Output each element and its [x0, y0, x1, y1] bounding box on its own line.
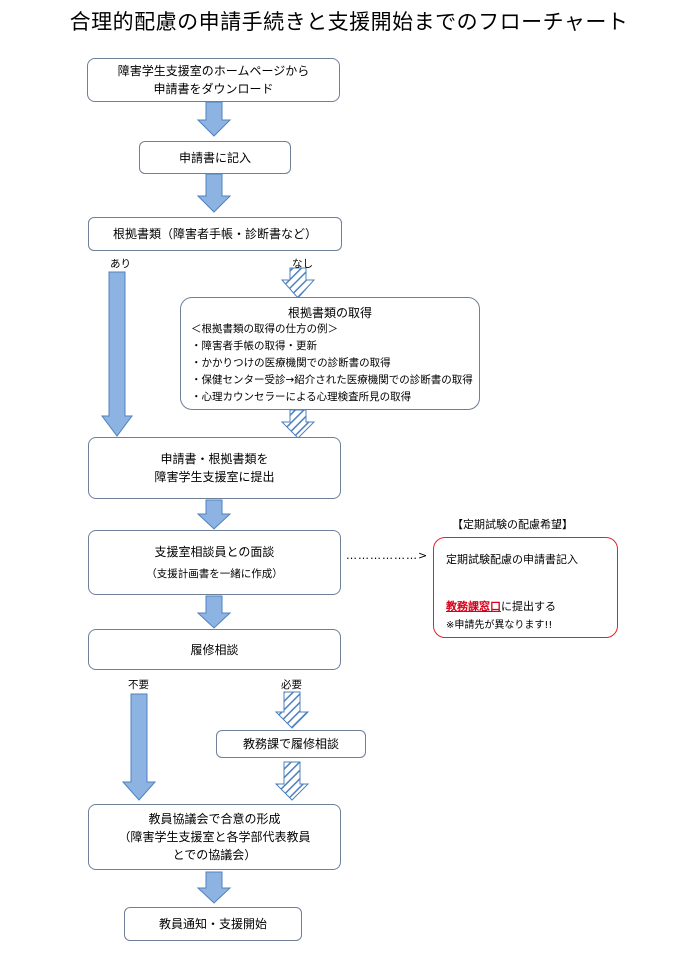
arrow-no-bottom [280, 409, 316, 439]
step-download-line2: 申請書をダウンロード [153, 82, 274, 96]
step-submit-line1: 申請書・根拠書類を [160, 452, 269, 466]
step-interview-label: 支援室相談員との面談 [154, 544, 275, 559]
acquire-item: ・かかりつけの医療機関での診断書の取得 [191, 357, 391, 369]
step-docs-box: 根拠書類（障害者手帳・診断書など） [88, 217, 342, 251]
exam-note: ※申請先が異なります!! [446, 620, 553, 631]
step-start-box: 教員通知・支援開始 [124, 907, 302, 941]
step-submit-box: 申請書・根拠書類を 障害学生支援室に提出 [88, 437, 341, 499]
acquire-heading: 根拠書類の取得 [287, 306, 372, 320]
step-fill-box: 申請書に記入 [139, 141, 291, 174]
step-interview-note: （支援計画書を一緒に作成） [146, 567, 283, 580]
arrow-no-top [280, 267, 316, 299]
exam-connector: ………………> [346, 549, 429, 562]
branch-no-label: なし [292, 258, 313, 270]
step-start-label: 教員通知・支援開始 [158, 917, 267, 931]
exam-box: 定期試験配慮の申請書記入 教務課窓口に提出する ※申請先が異なります!! [433, 537, 618, 638]
step-download-line1: 障害学生支援室のホームページから [117, 64, 310, 78]
arrow-interview-to-course [196, 595, 232, 629]
branch-not-needed-label: 不要 [128, 679, 149, 691]
step-interview-box: 支援室相談員との面談 （支援計画書を一緒に作成） [88, 530, 341, 595]
page-title: 合理的配慮の申請手続きと支援開始までのフローチャート [69, 10, 629, 34]
acquire-examples-title: ＜根拠書類の取得の仕方の例＞ [191, 323, 338, 335]
exam-submit-suffix: に提出する [501, 600, 556, 613]
arrow-yes [101, 271, 133, 437]
arrow-agreement-to-start [196, 871, 232, 904]
exam-office-emphasis: 教務課窓口 [446, 600, 501, 613]
step-submit-line2: 障害学生支援室に提出 [154, 470, 275, 484]
step-docs-label: 根拠書類（障害者手帳・診断書など） [112, 227, 317, 241]
arrow-submit-to-interview [196, 499, 232, 530]
step-agreement-box: 教員協議会で合意の形成 （障害学生支援室と各学部代表教員 とでの協議会） [88, 804, 341, 870]
step-agreement-line1: 教員協議会で合意の形成 [148, 812, 281, 826]
branch-yes-label: あり [110, 258, 131, 270]
step-course-consult-box: 履修相談 [88, 629, 341, 670]
arrow-needed-top [274, 691, 310, 729]
arrow-not-needed [121, 693, 157, 801]
acquire-docs-box: 根拠書類の取得 ＜根拠書類の取得の仕方の例＞ ・障害者手帳の取得・更新 ・かかり… [180, 297, 480, 410]
exam-submit-line: 教務課窓口に提出する [446, 598, 556, 614]
acquire-item: ・心理カウンセラーによる心理検査所見の取得 [191, 391, 412, 403]
step-academic-consult-label: 教務課で履修相談 [242, 737, 339, 751]
step-agreement-line3: とでの協議会） [172, 848, 257, 862]
arrow-needed-bottom [274, 761, 310, 801]
arrow-download-to-fill [196, 101, 232, 137]
step-agreement-line2: （障害学生支援室と各学部代表教員 [118, 830, 311, 844]
exam-fill-label: 定期試験配慮の申請書記入 [446, 553, 578, 566]
exam-heading: 【定期試験の配慮希望】 [452, 518, 573, 531]
branch-needed-label: 必要 [281, 679, 302, 691]
step-download-box: 障害学生支援室のホームページから 申請書をダウンロード [87, 58, 340, 102]
step-academic-consult-box: 教務課で履修相談 [216, 730, 366, 758]
step-fill-label: 申請書に記入 [178, 150, 251, 165]
step-course-consult-label: 履修相談 [190, 642, 239, 657]
acquire-item: ・保健センター受診→紹介された医療機関での診断書の取得 [191, 374, 473, 386]
arrow-fill-to-docs [196, 173, 232, 213]
acquire-item: ・障害者手帳の取得・更新 [191, 340, 317, 352]
